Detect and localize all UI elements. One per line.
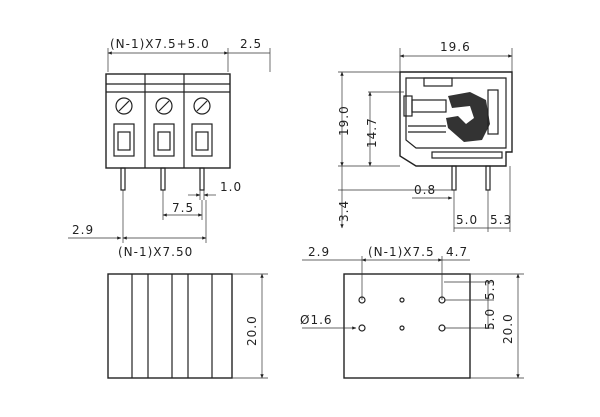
- pcb-pitch-label: (N-1)X7.5: [368, 245, 435, 259]
- side-view: 19.6 19.0 14.7 3.4 0.8: [337, 40, 513, 232]
- hole-dia-label: Ø1.6: [300, 313, 333, 327]
- pin-gap-a-label: 5.0: [456, 213, 478, 227]
- screw-2-icon: [155, 97, 173, 115]
- pin-gap-b-label: 5.3: [490, 213, 512, 227]
- side-height-label: 19.0: [337, 105, 351, 136]
- top-width-label: (N-1)X7.5+5.0: [110, 37, 210, 51]
- left-offset-label: 2.9: [72, 223, 94, 237]
- side-inner-height-label: 14.7: [365, 117, 379, 148]
- side-width-label: 19.6: [440, 40, 471, 54]
- pitch-label: 7.5: [172, 201, 194, 215]
- total-pitch-label: (N-1)X7.50: [118, 245, 193, 259]
- pcb-row-b-label: 5.0: [483, 308, 497, 330]
- front-height-label: 20.0: [245, 315, 259, 346]
- top-view: 20.0: [107, 273, 268, 379]
- pcb-height-label: 20.0: [501, 313, 515, 344]
- pcb-left-label: 2.9: [308, 245, 330, 259]
- pin-dia-label: 1.0: [220, 180, 242, 194]
- pin-length-label: 3.4: [337, 200, 351, 222]
- pcb-layout: 2.9 (N-1)X7.5 4.7 Ø1.6 5.3 5.0 20.0: [300, 245, 524, 379]
- screw-1-icon: [115, 97, 133, 115]
- pcb-right-label: 4.7: [446, 245, 468, 259]
- top-edge-label: 2.5: [240, 37, 262, 51]
- front-view: (N-1)X7.5+5.0 2.5: [68, 37, 271, 259]
- pcb-row-a-label: 5.3: [483, 278, 497, 300]
- pin-thickness-label: 0.8: [414, 183, 436, 197]
- screw-3-icon: [193, 97, 211, 115]
